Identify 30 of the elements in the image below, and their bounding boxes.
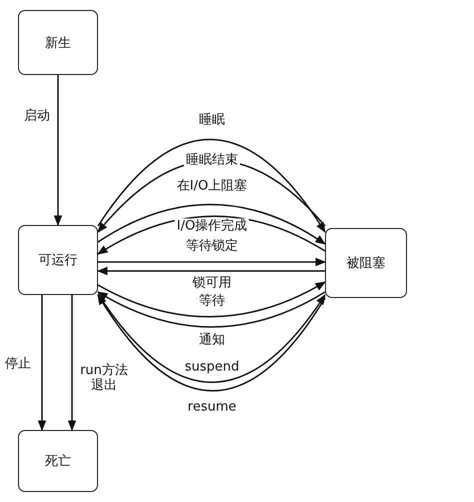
arrow <box>38 295 46 432</box>
state-name: 被阻塞 <box>346 255 386 272</box>
state-box <box>18 430 98 492</box>
arrow <box>98 281 326 318</box>
edge-label: 在I/O上阻塞 <box>174 178 250 194</box>
edge-label: 锁可用 <box>190 276 234 290</box>
arrow <box>68 295 76 432</box>
edge-label: 睡眠结束 <box>184 152 240 168</box>
arrow <box>97 291 326 328</box>
arrow <box>97 138 326 233</box>
state-box <box>18 225 98 295</box>
arrow <box>98 204 326 245</box>
arrow <box>97 216 326 255</box>
edge-label: 通知 <box>197 332 227 348</box>
edge-label: 睡眠 <box>197 112 227 128</box>
edge-label: 停止 <box>3 356 33 372</box>
arrow <box>54 75 62 226</box>
edge-label: 等待锁定 <box>184 238 240 254</box>
arrow <box>96 266 325 276</box>
edge-label: 启动 <box>22 108 52 124</box>
arrow <box>98 258 326 266</box>
edge-label: 等待 <box>197 294 227 308</box>
state-name: 新生 <box>45 34 71 52</box>
edge-label: run方法退出 <box>78 363 130 393</box>
state-name: 可运行 <box>38 252 78 269</box>
state-box <box>18 10 98 75</box>
edge-label: suspend <box>182 360 242 374</box>
state-name: 死亡 <box>45 453 71 470</box>
edge-label: I/O操作完成 <box>174 218 250 234</box>
state-box <box>325 228 407 298</box>
